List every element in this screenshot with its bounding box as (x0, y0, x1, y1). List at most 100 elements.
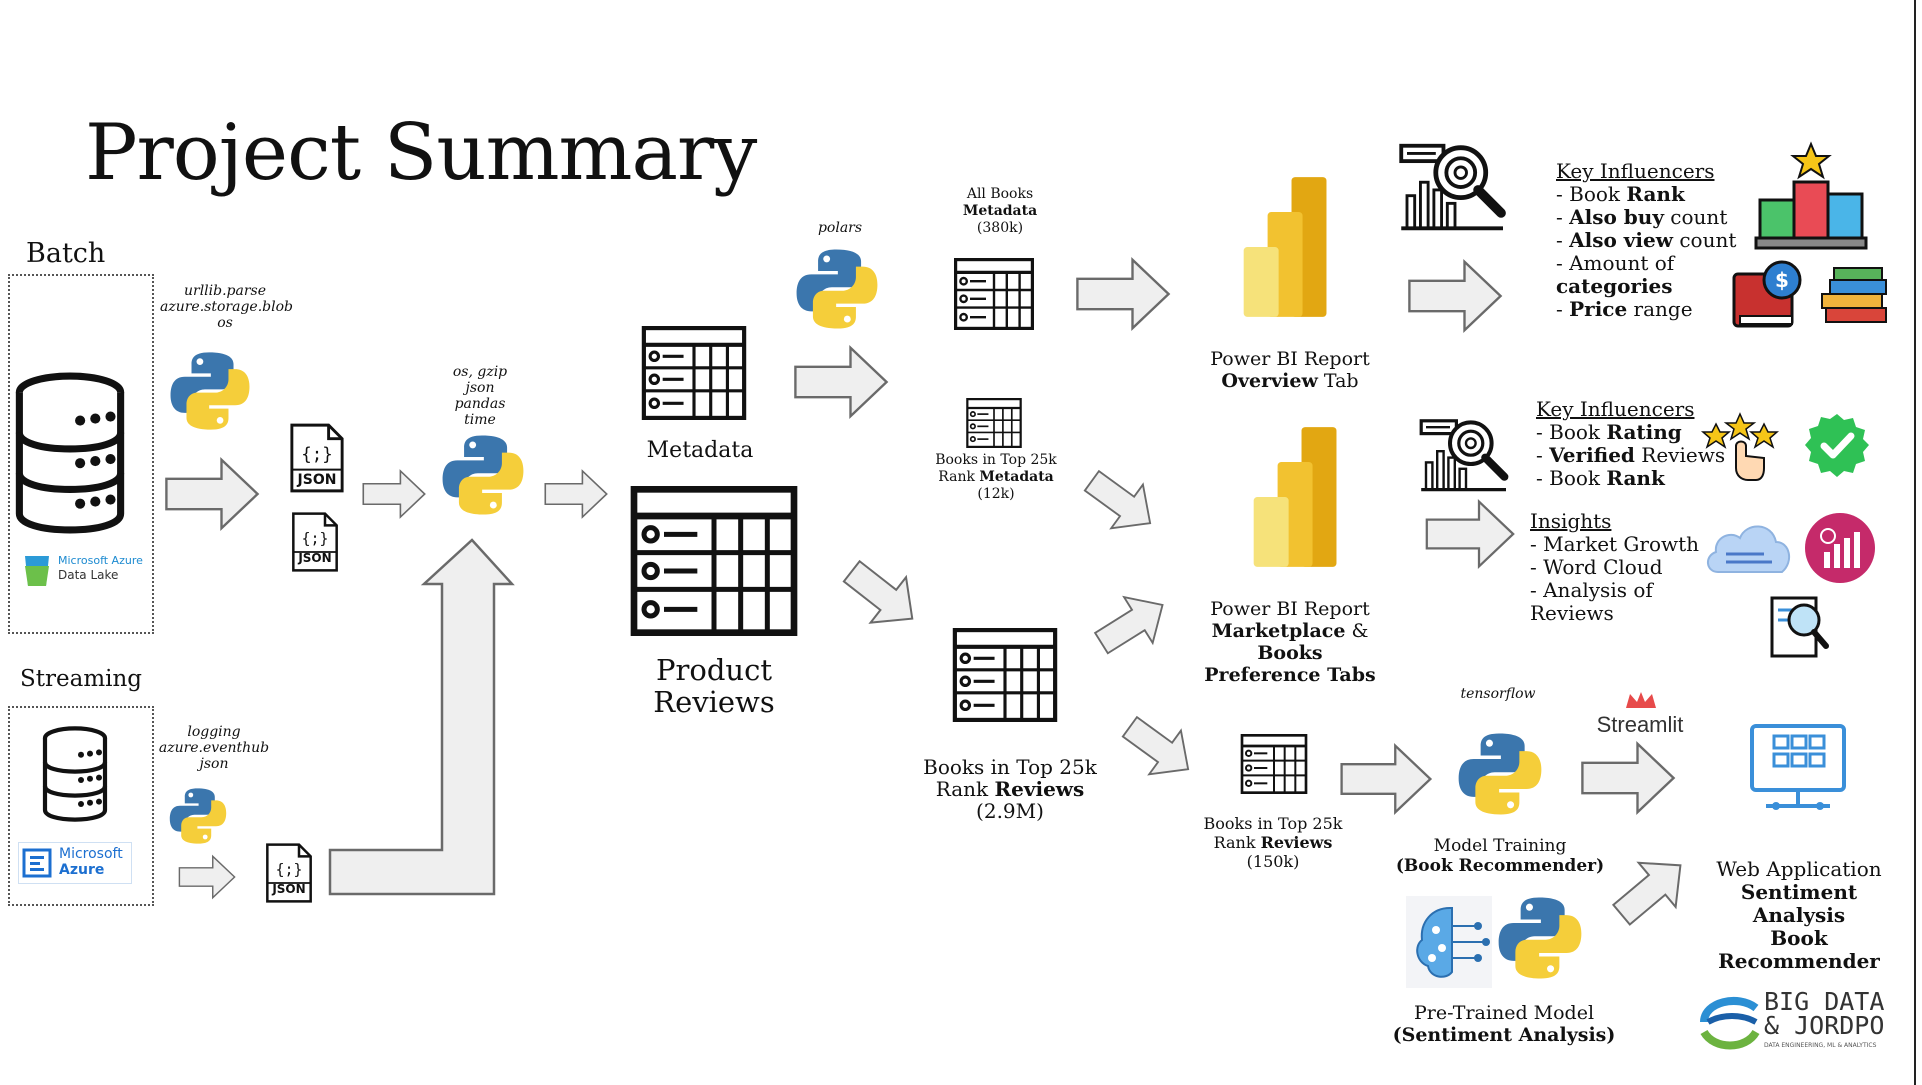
streamlit-label: Streamlit (1596, 712, 1684, 737)
lib-azure-eventhub: azure.eventhub (158, 740, 270, 756)
batch-libs: urllib.parse azure.storage.blob os (160, 283, 293, 331)
lib-json: json (199, 756, 229, 772)
review-analysis-icon (1770, 596, 1829, 658)
ki1-item-pre: - (1556, 205, 1570, 229)
cloud-icon (1707, 525, 1791, 573)
azure-line2: Azure (59, 862, 105, 878)
arrow-diagonal-up (1085, 580, 1179, 668)
ki2-item-bold: Rank (1606, 466, 1665, 490)
top25k-reviews-line2a: Rank (935, 777, 995, 801)
model-training-caption: Model Training (Book Recommender) (1390, 836, 1610, 876)
ki2-item-pre: - (1536, 443, 1550, 467)
ki1-item-post: count (1663, 205, 1728, 229)
arrow-right (152, 456, 272, 532)
powerbi-icon (1250, 422, 1342, 572)
top25k-meta-line1: Books in Top 25k (935, 452, 1057, 468)
key-influencers-heading: Key Influencers (1556, 159, 1715, 183)
market-growth-icon (1805, 513, 1875, 583)
ki1-item-pre: - (1556, 297, 1570, 321)
ki1-item-bold: Price (1569, 297, 1628, 321)
azure-line1: Microsoft (59, 846, 123, 862)
svg-text:$: $ (1775, 268, 1789, 292)
powerbi-market-line1: Power BI Report (1210, 598, 1370, 620)
logo-line2: & JORDPO (1764, 1011, 1885, 1040)
insights-item: - Word Cloud (1530, 555, 1663, 579)
arrow-up-elbow (328, 538, 515, 896)
all-books-line1: All Books (966, 186, 1034, 202)
big-data-jordpo-logo: BIG DATA & JORDPO DATA ENGINEERING, ML &… (1698, 987, 1898, 1056)
insights-list: Insights - Market Growth - Word Cloud - … (1530, 510, 1710, 625)
pretrained-model-caption: Pre-Trained Model (Sentiment Analysis) (1376, 1002, 1632, 1046)
arrow-right (544, 456, 608, 532)
tensorflow-label: tensorflow (1460, 686, 1536, 702)
polars-label: polars (817, 220, 863, 236)
ki2-item-bold: Rating (1606, 420, 1682, 444)
top25k-reviews-line3: (2.9M) (976, 799, 1044, 823)
ki1-item-bold: categories (1556, 274, 1673, 298)
database-icon (42, 726, 108, 822)
powerbi-market-line2a: Marketplace (1211, 620, 1346, 642)
python-icon (794, 246, 880, 332)
ki2-item-pre: - Book (1536, 420, 1607, 444)
arrow-right (1066, 256, 1180, 332)
ki1-item-pre: - (1556, 228, 1570, 252)
web-application-icon (1750, 724, 1846, 810)
pretrained-line1: Pre-Trained Model (1413, 1002, 1595, 1024)
all-books-line2: Metadata (962, 203, 1038, 219)
python-icon (168, 786, 228, 846)
key-influencers-overview: Key Influencers - Book Rank - Also buy c… (1556, 160, 1746, 321)
lib-os: os (217, 315, 233, 331)
product-reviews-label: Product Reviews (612, 654, 816, 718)
ki1-item-post: range (1627, 297, 1693, 321)
swirl-logo-icon (1700, 996, 1760, 1050)
insights-item: - Market Growth (1530, 532, 1700, 556)
batch-label: Batch (26, 238, 106, 269)
top25k-reviews-line1: Books in Top 25k (923, 755, 1097, 779)
python-icon (168, 349, 252, 433)
product-reviews-line1: Product (656, 653, 772, 687)
database-icon (14, 372, 126, 534)
ki1-item-bold: Also buy (1569, 205, 1664, 229)
azure-icon (22, 848, 52, 878)
pretrained-line2: (Sentiment Analysis) (1392, 1024, 1616, 1046)
json-label: JSON (298, 551, 332, 565)
ki2-item-pre: - Book (1536, 466, 1607, 490)
top25k-reviews-small-table-icon (1238, 734, 1310, 794)
top25k-meta-line3: (12k) (977, 486, 1015, 502)
metadata-label: Metadata (646, 438, 754, 463)
arrow-diagonal-up (1601, 841, 1701, 939)
key-influencers-heading: Key Influencers (1536, 397, 1695, 421)
key-influencers-marketplace: Key Influencers - Book Rating - Verified… (1536, 397, 1725, 490)
top25k-small-line3: (150k) (1246, 852, 1300, 871)
arrow-diagonal-down (832, 547, 932, 643)
logo-line1: BIG DATA (1764, 987, 1885, 1016)
ki1-item-bold: Rank (1626, 182, 1685, 206)
lib-logging: logging (187, 724, 241, 740)
azure-data-lake-logo: Microsoft Azure Data Lake (22, 550, 148, 594)
arrow-right (1398, 258, 1512, 334)
arrow-right (1422, 498, 1518, 570)
top25k-small-line1: Books in Top 25k (1203, 814, 1343, 833)
book-stack-icon (1821, 267, 1887, 323)
metadata-table-icon (636, 326, 752, 420)
arrow-right (162, 854, 252, 900)
powerbi-market-line3: Preference Tabs (1204, 664, 1376, 686)
lib-os-gzip: os, gzip (452, 364, 508, 380)
insights-item: Reviews (1530, 601, 1614, 625)
arrow-right (1570, 740, 1686, 816)
batch-source-box (8, 274, 154, 634)
model-training-line2: (Book Recommender) (1395, 856, 1605, 876)
streaming-libs: logging azure.eventhub json (154, 724, 274, 772)
page-title: Project Summary (85, 108, 757, 198)
lib-pandas: pandas (454, 396, 506, 412)
azure-line2: Data Lake (58, 568, 119, 582)
powerbi-overview-caption: Power BI Report Overview Tab (1194, 348, 1386, 392)
analytics-search-icon (1418, 416, 1514, 496)
lib-json: json (465, 380, 495, 396)
rating-stars-icon (1700, 412, 1780, 481)
all-books-caption: All Books Metadata (380k) (950, 186, 1050, 237)
lib-urllib: urllib.parse (183, 283, 267, 299)
ki1-item-bold: Also view (1569, 228, 1673, 252)
powerbi-market-line2b: & (1345, 620, 1369, 642)
right-edge-line (1914, 0, 1916, 1085)
